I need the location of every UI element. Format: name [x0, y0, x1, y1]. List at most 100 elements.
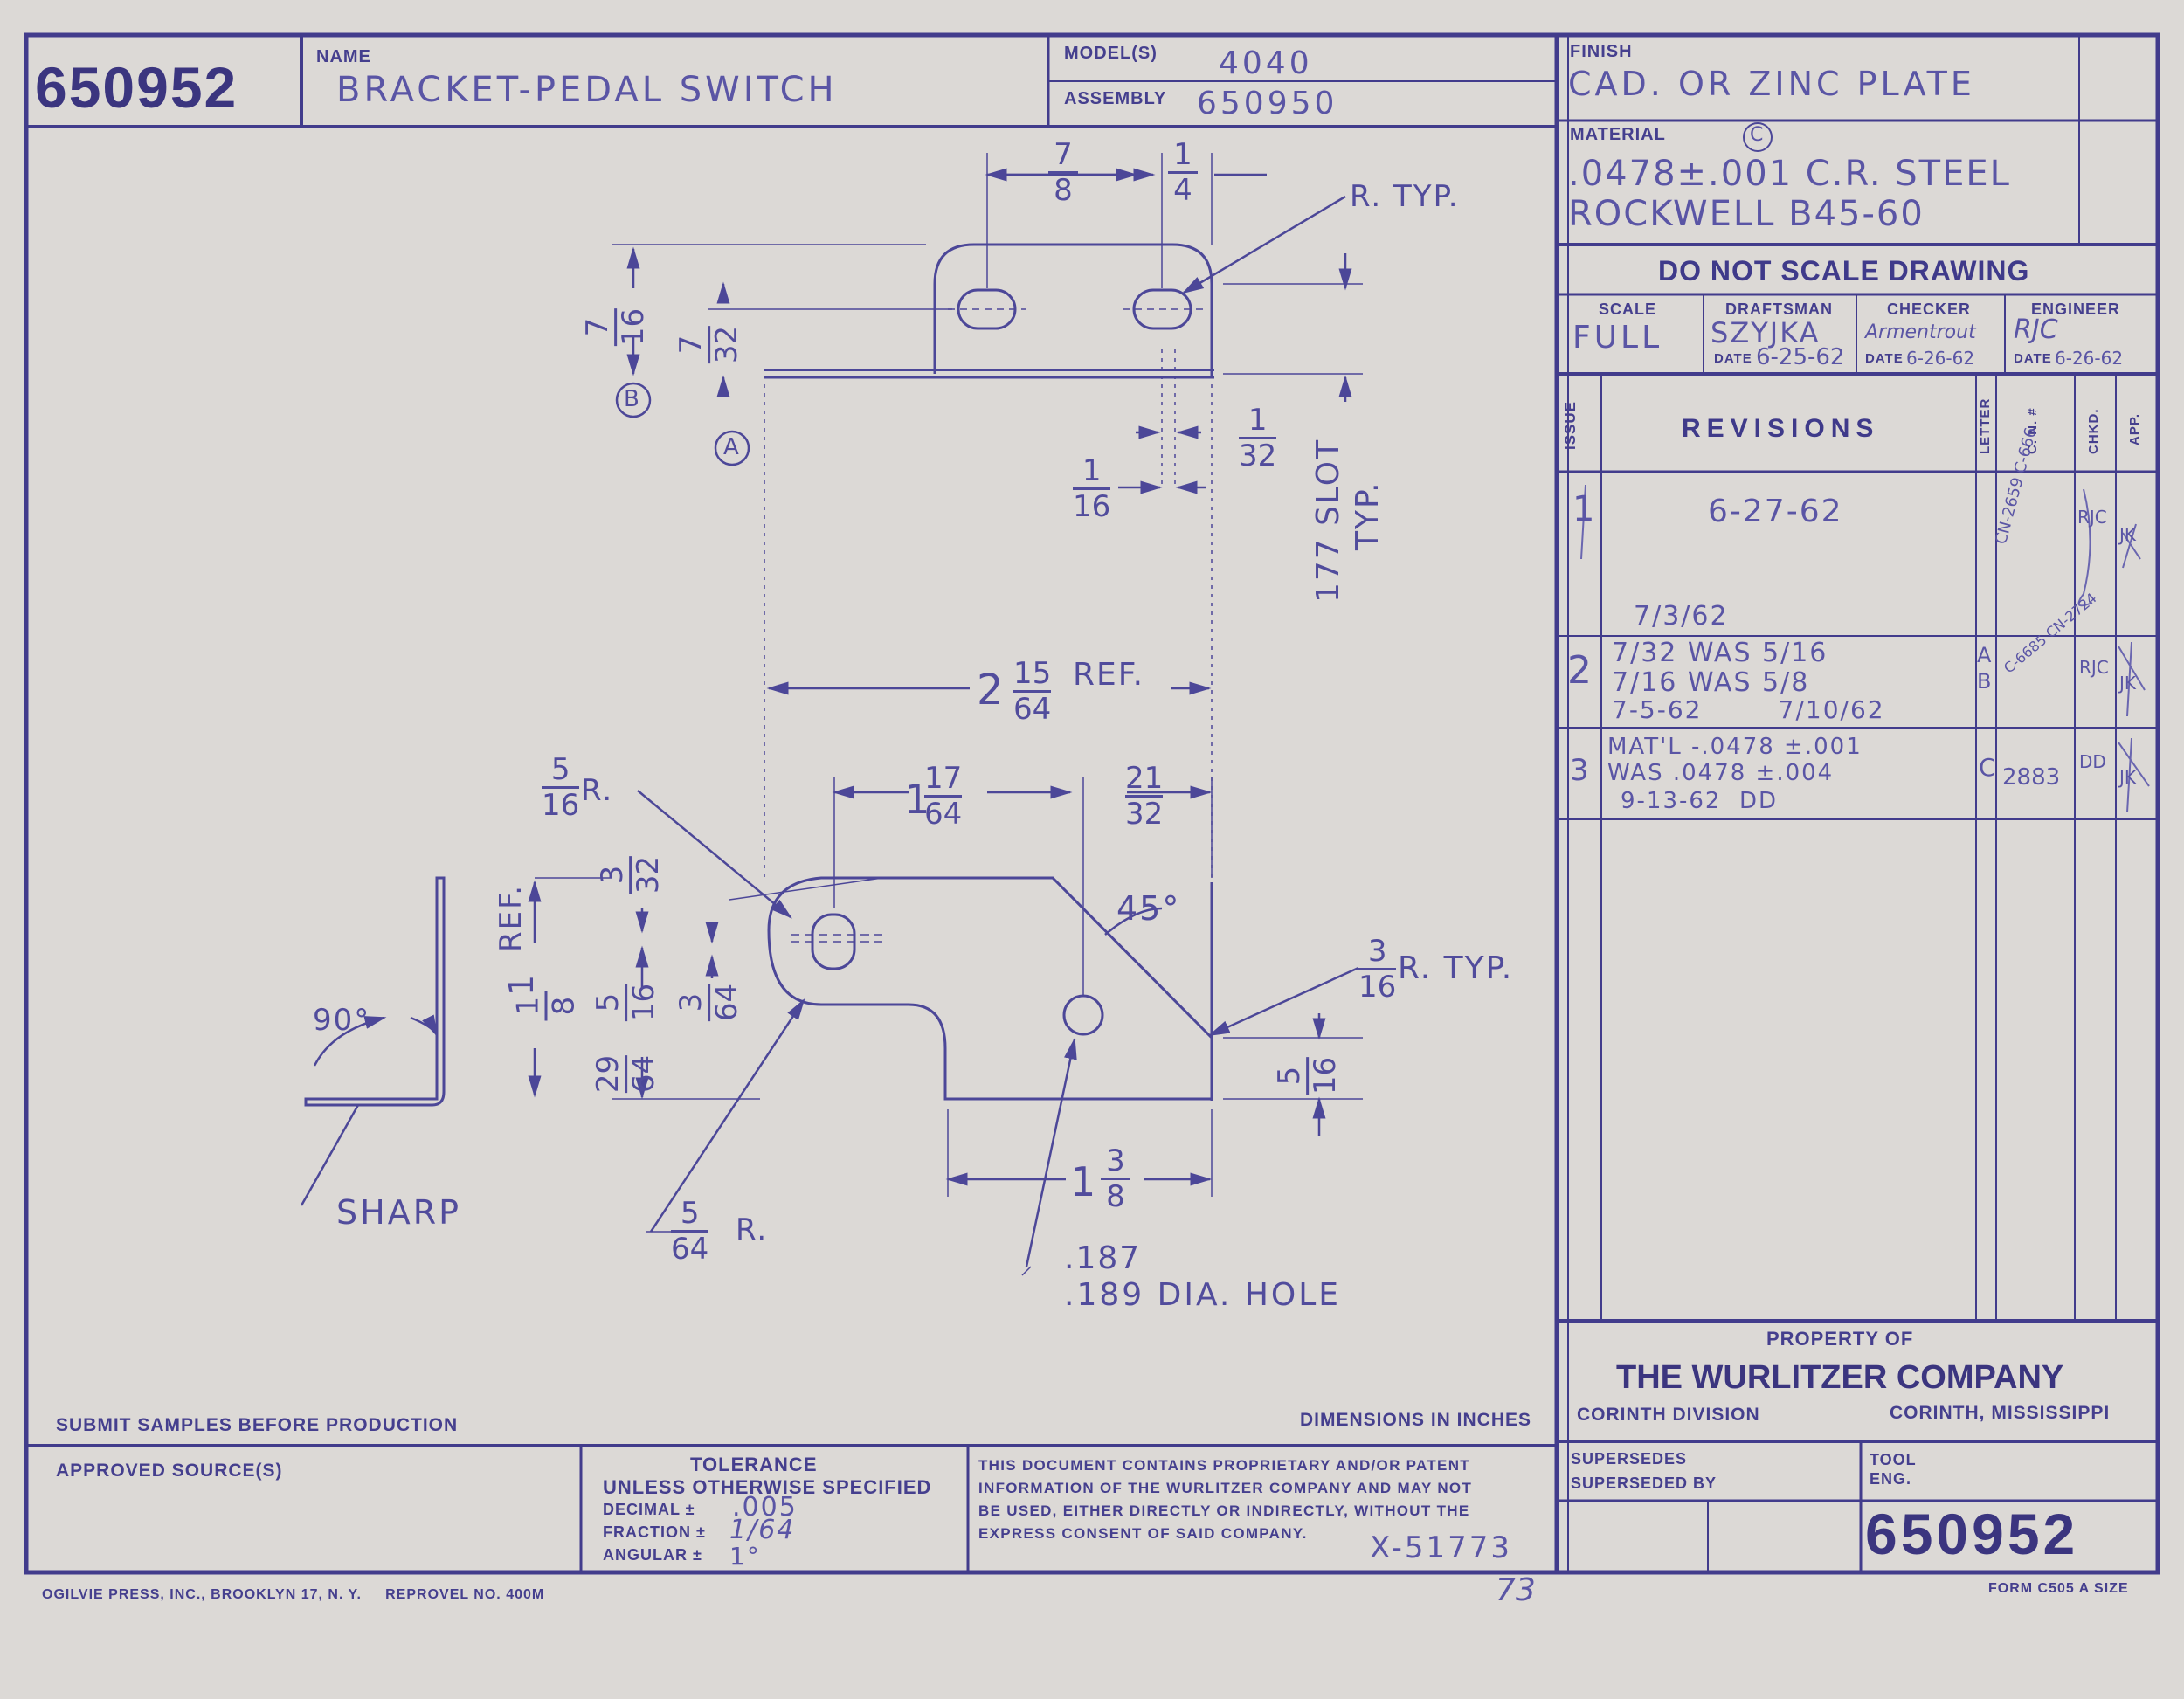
finish-value: CAD. OR ZINC PLATE — [1568, 65, 1975, 103]
decimal-value: .005 — [732, 1492, 798, 1523]
rev1-chkd: RJC — [2077, 507, 2107, 528]
bubble-a — [714, 430, 750, 466]
bottom-part-number: 650952 — [1865, 1502, 2079, 1566]
col-chkd: CHKD. — [2086, 408, 2101, 455]
draftsman-date-label: DATE — [1714, 351, 1752, 366]
checker-label: CHECKER — [1887, 300, 1972, 318]
ref-vertical: REF. — [494, 883, 529, 952]
one-3-8-whole: 1 — [1070, 1158, 1098, 1205]
ref-label: REF. — [1073, 657, 1145, 693]
material-line1: .0478±.001 C.R. STEEL — [1568, 154, 2011, 194]
col-issue: ISSUE — [1562, 400, 1579, 450]
hole-dim-1: .187 — [1064, 1240, 1142, 1276]
rev3-app: JK — [2119, 767, 2137, 788]
superseded-by-label: SUPERSEDED BY — [1571, 1475, 1717, 1492]
col-letter: LETTER — [1978, 397, 1993, 454]
scale-label: SCALE — [1599, 300, 1657, 318]
submit-samples: SUBMIT SAMPLES BEFORE PRODUCTION — [56, 1415, 459, 1435]
supersedes-label: SUPERSEDES — [1571, 1450, 1688, 1468]
rev1-app: JK — [2119, 524, 2137, 545]
checker-date: 6-26-62 — [1906, 348, 1975, 369]
rev2-text-1: 7/32 WAS 5/16 — [1612, 638, 1828, 668]
tolerance-title: TOLERANCE — [690, 1454, 818, 1475]
rev2-issue: 2 — [1567, 648, 1595, 693]
rev1-text-1: 6-27-62 — [1708, 494, 1843, 529]
rev3-chkd: DD — [2079, 751, 2106, 772]
proprietary-line-3: BE USED, EITHER DIRECTLY OR INDIRECTLY, … — [978, 1502, 1470, 1519]
rev3-letter: C — [1979, 753, 1996, 782]
bubble-a-label: A — [723, 434, 741, 460]
margin-mark: 73 — [1496, 1572, 1536, 1608]
r-typ-top: R. TYP. — [1350, 179, 1460, 214]
rev3-issue: 3 — [1570, 753, 1593, 788]
location: CORINTH, MISSISSIPPI — [1890, 1403, 2111, 1423]
ref-width-whole: 2 — [977, 666, 1006, 715]
outer-border — [24, 32, 2160, 1575]
sharp-label: SHARP — [336, 1193, 462, 1232]
scale-value: FULL — [1572, 320, 1663, 356]
rev3-text-3: 9-13-62 DD — [1621, 788, 1779, 814]
proprietary-line-4: EXPRESS CONSENT OF SAID COMPANY. — [978, 1525, 1308, 1542]
one-17-64-whole: 1 — [904, 776, 932, 823]
angle-45: 45° — [1116, 889, 1181, 928]
draftsman-value: SZYJKA — [1711, 316, 1821, 349]
revisions-header: REVISIONS — [1682, 414, 1880, 443]
engineer-signature: RJC — [2014, 314, 2058, 345]
rev3-cn: 2883 — [2002, 764, 2061, 791]
checker-signature: Armentrout — [1865, 321, 1976, 343]
material-label: MATERIAL — [1570, 125, 1666, 144]
col-app: APP. — [2127, 412, 2142, 445]
proprietary-line-1: THIS DOCUMENT CONTAINS PROPRIETARY AND/O… — [978, 1457, 1470, 1474]
property-label: PROPERTY OF — [1766, 1328, 1914, 1350]
engineer-label: ENGINEER — [2031, 300, 2121, 318]
decimal-label: DECIMAL ± — [603, 1501, 695, 1518]
engineer-date: 6-26-62 — [2055, 348, 2124, 369]
rev2-text-2: 7/16 WAS 5/8 — [1612, 667, 1810, 698]
part-number: 650952 — [35, 55, 238, 120]
material-mark: C — [1750, 124, 1767, 146]
bubble-b-label: B — [624, 386, 641, 412]
do-not-scale: DO NOT SCALE DRAWING — [1658, 255, 2030, 287]
models-value: 4040 — [1219, 45, 1313, 81]
company-name: THE WURLITZER COMPANY — [1616, 1359, 2064, 1396]
approved-sources-label: APPROVED SOURCE(S) — [56, 1461, 283, 1481]
division: CORINTH DIVISION — [1577, 1405, 1760, 1425]
form-number: FORM C505 A SIZE — [1988, 1581, 2129, 1596]
rev3-text-2: WAS .0478 ±.004 — [1607, 760, 1835, 786]
fraction-value: 1/64 — [729, 1515, 796, 1545]
r-typ-bottom: R. TYP. — [1398, 950, 1514, 986]
proprietary-line-2: INFORMATION OF THE WURLITZER COMPANY AND… — [978, 1480, 1473, 1496]
tool-eng-label: TOOL ENG. — [1870, 1451, 1917, 1488]
x-number: X-51773 — [1370, 1530, 1513, 1565]
angular-label: ANGULAR ± — [603, 1546, 702, 1564]
models-label: MODEL(S) — [1064, 44, 1158, 63]
material-line2: ROCKWELL B45-60 — [1568, 194, 1925, 234]
rev1-text-3: 7/3/62 — [1634, 601, 1729, 632]
rev2-app: JK — [2119, 673, 2137, 694]
bubble-b — [615, 382, 652, 418]
tolerance-sub: UNLESS OTHERWISE SPECIFIED — [603, 1476, 932, 1498]
slot-dim: 177 SLOT — [1310, 438, 1346, 603]
rev2-text-3: 7-5-62 7/10/62 — [1612, 695, 1885, 724]
r564-label: R. — [736, 1212, 769, 1247]
finish-label: FINISH — [1570, 42, 1633, 61]
printer-note: OGILVIE PRESS, INC., BROOKLYN 17, N. Y. … — [42, 1587, 545, 1602]
name-label: NAME — [316, 47, 371, 66]
